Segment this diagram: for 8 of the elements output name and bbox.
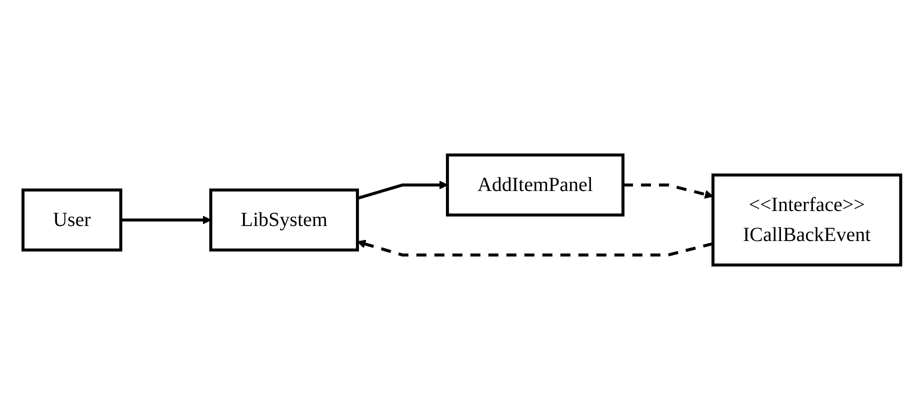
arrow bbox=[120, 215, 211, 224]
node-box: User bbox=[21, 188, 122, 251]
node-box: <<Interface>> ICallBackEvent bbox=[711, 173, 902, 266]
node-box: LibSystem bbox=[208, 188, 359, 251]
arrow bbox=[356, 239, 713, 256]
arrow bbox=[622, 183, 713, 198]
arrow bbox=[356, 180, 448, 200]
node-box: AddItemPanel bbox=[446, 153, 624, 216]
